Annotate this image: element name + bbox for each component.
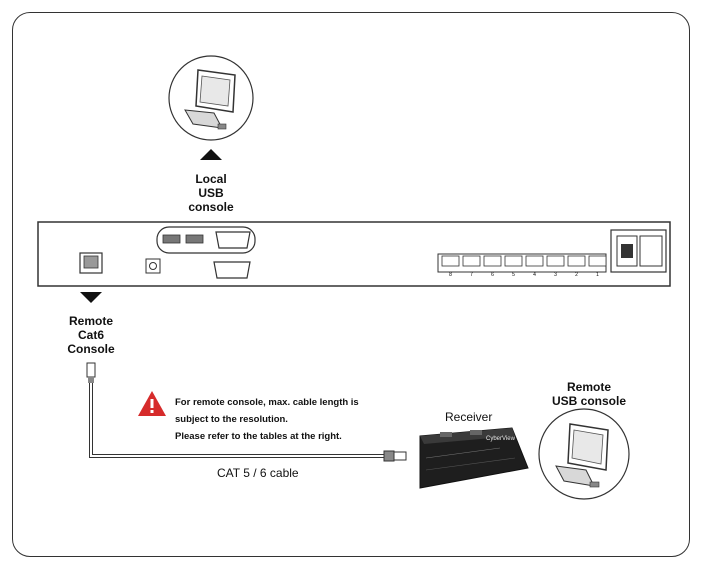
diagram-frame	[12, 12, 690, 557]
port-number: 7	[470, 272, 473, 278]
warning-icon	[138, 391, 166, 416]
receiver-label: Receiver	[445, 410, 493, 424]
computer-port	[483, 255, 502, 267]
note-line: subject to the resolution.	[175, 414, 288, 425]
receiver-device	[419, 427, 529, 489]
port-number: 8	[449, 272, 452, 278]
label-line: Remote	[566, 380, 611, 394]
computer-port	[546, 255, 565, 267]
computer-port	[462, 255, 481, 267]
remote-cat6-console-label: Remote Cat6 Console	[61, 314, 121, 356]
local-console-computer-icon	[168, 55, 254, 141]
computer-port	[441, 255, 460, 267]
label-line: USB	[198, 186, 224, 200]
port-number: 4	[533, 272, 536, 278]
remote-usb-console-label: Remote USB console	[546, 380, 632, 408]
computer-port	[504, 255, 523, 267]
up-arrow-icon	[200, 149, 222, 160]
cable-length-note: For remote console, max. cable length is…	[175, 394, 359, 445]
cable-label: CAT 5 / 6 cable	[217, 466, 299, 480]
note-line: For remote console, max. cable length is	[175, 397, 359, 408]
remote-console-computer-icon	[538, 408, 630, 500]
computer-port	[525, 255, 544, 267]
port-number: 1	[596, 272, 599, 278]
port-number: 6	[491, 272, 494, 278]
label-line: console	[188, 200, 234, 214]
computer-port	[567, 255, 586, 267]
port-number: 5	[512, 272, 515, 278]
label-line: Cat6	[77, 328, 104, 342]
label-line: Remote	[68, 314, 113, 328]
down-arrow-icon	[80, 292, 102, 303]
receiver-brand: CyberView	[486, 436, 515, 442]
port-number: 2	[575, 272, 578, 278]
cat-cable	[86, 362, 407, 462]
computer-port	[588, 255, 607, 267]
local-usb-console-label: Local USB console	[181, 172, 241, 214]
port-number: 3	[554, 272, 557, 278]
label-line: Local	[195, 172, 227, 186]
label-line: Console	[67, 342, 115, 356]
note-line: Please refer to the tables at the right.	[175, 431, 342, 442]
label-line: USB console	[551, 394, 626, 408]
